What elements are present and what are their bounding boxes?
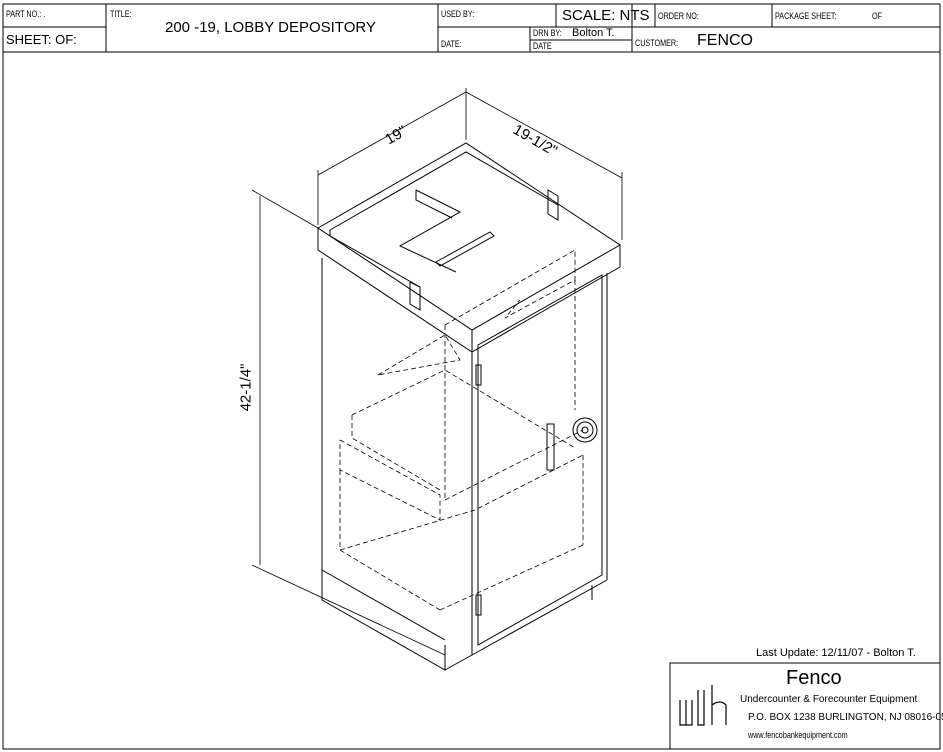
drn-by-label: DRN BY: bbox=[533, 28, 562, 38]
title-block-grid bbox=[2, 3, 941, 750]
customer-label: CUSTOMER: bbox=[635, 38, 679, 48]
dimension-lines bbox=[251, 88, 623, 656]
tagline: Undercounter & Forecounter Equipment bbox=[740, 694, 918, 705]
last-update: Last Update: 12/11/07 - Bolton T. bbox=[756, 647, 916, 659]
used-by-label: USED BY: bbox=[441, 9, 475, 19]
fenco-logo bbox=[679, 685, 727, 726]
company-name: Fenco bbox=[786, 667, 842, 689]
date2-label: DATE bbox=[533, 41, 552, 51]
customer: FENCO bbox=[697, 32, 753, 49]
package-sheet-label: PACKAGE SHEET: bbox=[775, 11, 837, 21]
cabinet-body bbox=[321, 258, 608, 671]
date-label: DATE: bbox=[441, 39, 462, 49]
scale: SCALE: NTS bbox=[562, 7, 650, 24]
part-no-label: PART NO.: . bbox=[6, 9, 46, 19]
hidden-interior bbox=[339, 249, 584, 611]
title-label: TITLE: bbox=[110, 9, 132, 19]
height-dimension: 42-1/4" bbox=[237, 363, 255, 412]
website[interactable]: www.fencobankequipment.com bbox=[748, 730, 848, 740]
address: P.O. BOX 1238 BURLINGTON, NJ 08016-0516 bbox=[748, 712, 943, 723]
drn-by: Bolton T. bbox=[572, 27, 615, 39]
order-no-label: ORDER NO: bbox=[658, 11, 699, 21]
drawing-title: 200 -19, LOBBY DEPOSITORY bbox=[165, 19, 376, 36]
sheet-label: SHEET: OF: bbox=[6, 32, 77, 47]
of-label: OF bbox=[872, 11, 882, 21]
